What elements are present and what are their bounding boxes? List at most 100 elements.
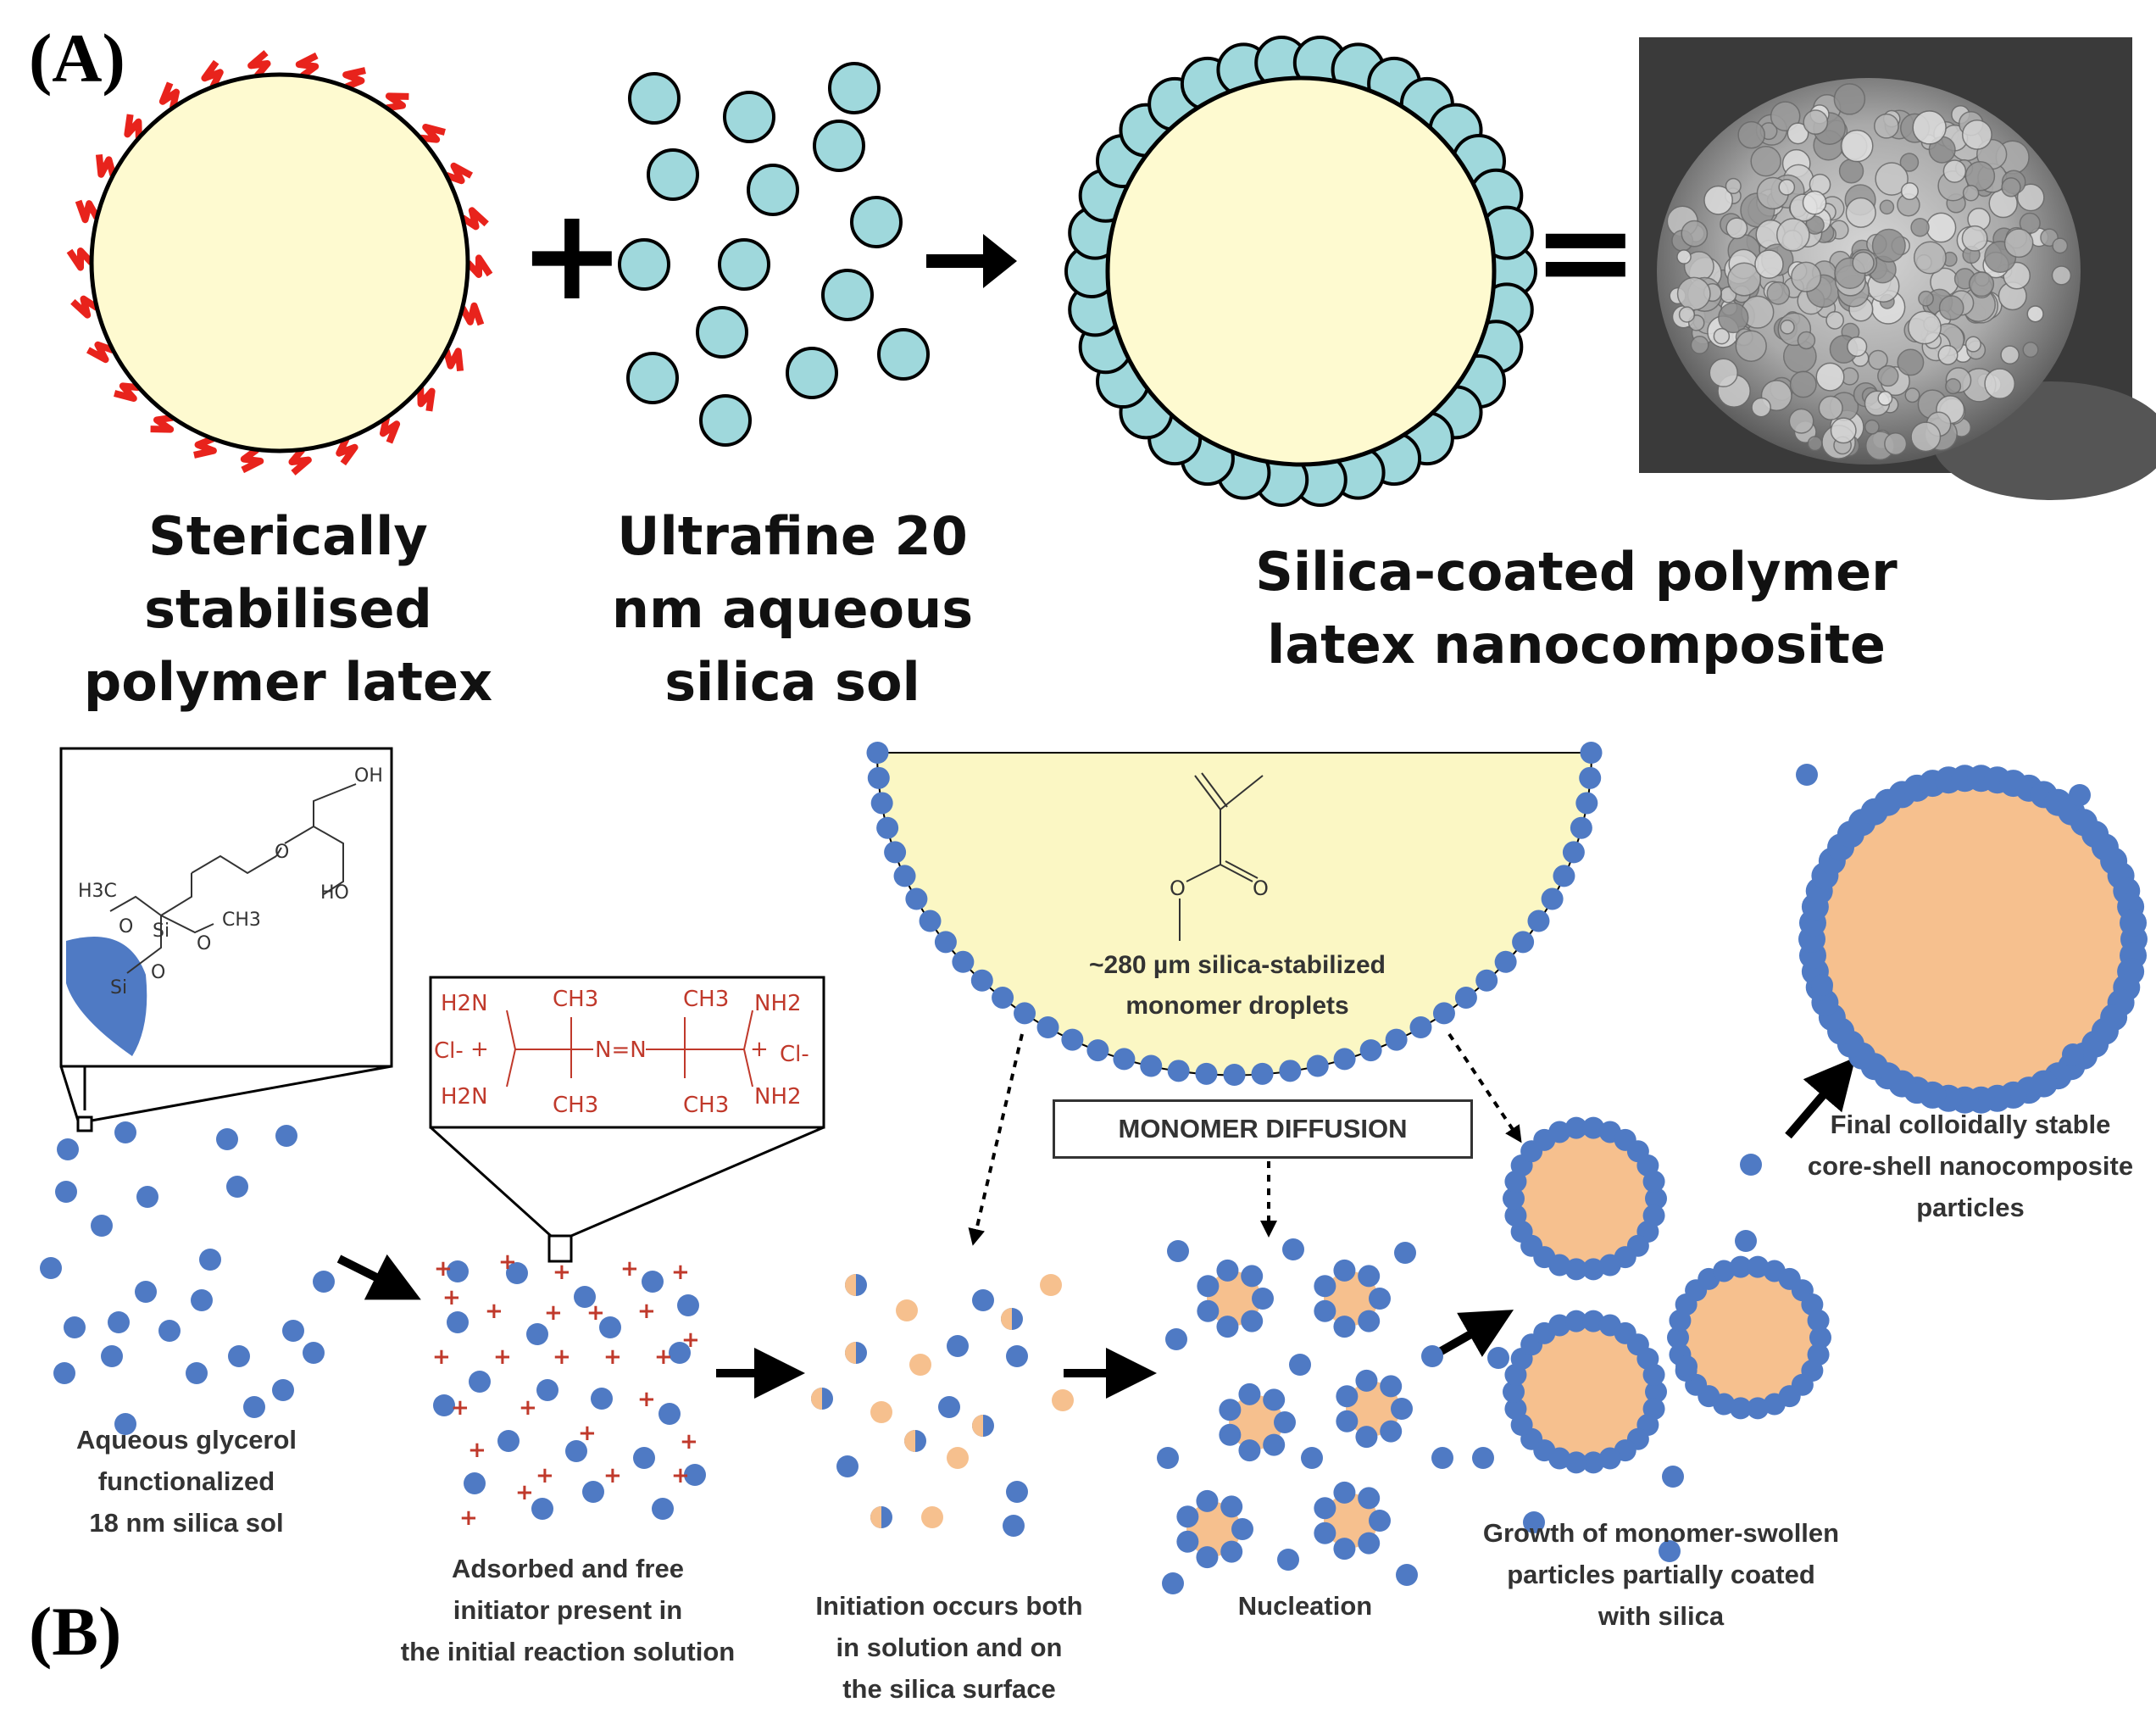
silica-nanoparticle bbox=[228, 1345, 250, 1367]
sem-surface-nodule bbox=[1791, 261, 1822, 292]
silica-surface-wedge bbox=[66, 937, 147, 1056]
panel-a-label: (A) bbox=[29, 19, 125, 97]
silica-nanoparticle bbox=[1006, 1345, 1028, 1367]
plus-left-label: + bbox=[470, 1037, 489, 1062]
silica-nanoparticle bbox=[114, 1121, 136, 1143]
silica-nanoparticle bbox=[199, 1249, 221, 1271]
sem-surface-nodule bbox=[1961, 119, 1992, 150]
silica-nanoparticle bbox=[464, 1472, 486, 1494]
initiated-silica-particle bbox=[811, 1388, 833, 1410]
initiator-plus: + bbox=[485, 1299, 503, 1324]
silica-nanoparticle bbox=[64, 1316, 86, 1338]
stage-final-particles bbox=[1796, 764, 2148, 1114]
silica-nanoparticle bbox=[216, 1128, 238, 1150]
initiator-plus: + bbox=[620, 1256, 639, 1282]
droplet-silica-bead bbox=[919, 910, 942, 932]
droplet-silica-bead bbox=[992, 986, 1014, 1009]
caption-stage-nucleation: Nucleation bbox=[1237, 1591, 1373, 1621]
initiator-labels: H2N H2N Cl- Cl- + + CH3 CH3 CH3 CH3 N=N … bbox=[434, 987, 809, 1118]
silica-nanoparticle bbox=[53, 1362, 75, 1384]
droplet-silica-bead bbox=[1494, 950, 1517, 973]
silica-nanoparticle bbox=[272, 1379, 294, 1401]
stabilizer-chain bbox=[124, 114, 142, 138]
sem-surface-nodule bbox=[1852, 251, 1875, 275]
initiator-plus: + bbox=[603, 1344, 622, 1370]
sem-surface-nodule bbox=[1962, 184, 1980, 202]
stage-initiation bbox=[811, 1274, 1074, 1537]
monomer-oligomer bbox=[947, 1447, 969, 1469]
silica-nanoparticle bbox=[1157, 1447, 1179, 1469]
stabilizer-chain bbox=[95, 153, 117, 178]
initiator-plus: + bbox=[434, 1256, 453, 1282]
sem-surface-nodule bbox=[1737, 120, 1765, 149]
droplet-silica-bead bbox=[970, 969, 993, 992]
sem-surface-nodule bbox=[1802, 190, 1827, 215]
sem-surface-nodule bbox=[2003, 228, 2034, 259]
sem-surface-nodule bbox=[1789, 370, 1817, 398]
monomer-oligomer bbox=[921, 1506, 943, 1528]
sem-surface-nodule bbox=[1825, 310, 1845, 330]
sem-surface-nodule bbox=[2051, 265, 2072, 286]
caption-stage-growth: Growth of monomer-swollen particles part… bbox=[1482, 1518, 1840, 1631]
sem-surface-nodule bbox=[1900, 182, 1919, 201]
silica-sol-particle bbox=[718, 238, 770, 291]
stage-growth bbox=[1472, 1116, 1831, 1562]
initiator-plus: + bbox=[603, 1463, 622, 1488]
droplet-silica-bead bbox=[1541, 887, 1564, 910]
sem-surface-nodule bbox=[2052, 237, 2069, 254]
nucleated-particle bbox=[1336, 1369, 1413, 1449]
sem-surface-nodule bbox=[1803, 109, 1829, 136]
silica-nanoparticle bbox=[1675, 1355, 1698, 1377]
silica-nanoparticle bbox=[447, 1260, 469, 1282]
sem-surface-nodule bbox=[1877, 391, 1893, 406]
silica-nanoparticle bbox=[658, 1403, 681, 1425]
sem-surface-nodule bbox=[1735, 330, 1767, 362]
sem-surface-nodule bbox=[1727, 262, 1762, 297]
sem-surface-nodule bbox=[2016, 183, 2045, 212]
silica-nanoparticle bbox=[2062, 1043, 2084, 1065]
droplet-silica-bead bbox=[1575, 792, 1598, 815]
silica-nanoparticle bbox=[114, 1413, 136, 1435]
silica-coated-composite bbox=[1064, 36, 1537, 507]
silica-nanoparticle bbox=[1662, 1466, 1684, 1488]
sem-surface-nodule bbox=[1871, 228, 1906, 263]
silica-nanoparticle bbox=[972, 1289, 994, 1311]
droplet-silica-bead bbox=[1306, 1054, 1329, 1077]
droplet-silica-bead bbox=[866, 742, 889, 764]
stabilizer-chain bbox=[66, 248, 94, 271]
silica-sol-particle bbox=[877, 328, 930, 381]
silica-nanoparticle bbox=[447, 1311, 469, 1333]
stabilizer-chain bbox=[114, 382, 140, 403]
sem-surface-nodule bbox=[1918, 290, 1934, 307]
stabilizer-chain bbox=[288, 447, 312, 476]
silica-sol-particle bbox=[699, 394, 752, 447]
sem-surface-nodule bbox=[1945, 378, 1962, 395]
droplet-silica-bead bbox=[1167, 1060, 1190, 1082]
droplet-silica-bead bbox=[1454, 986, 1477, 1009]
sem-surface-nodule bbox=[1875, 162, 1909, 196]
droplet-silica-bead bbox=[867, 766, 890, 789]
o2-label: O bbox=[197, 933, 211, 954]
silica-nanoparticle bbox=[1396, 1564, 1418, 1586]
stabilizer-chain bbox=[342, 67, 366, 91]
nucleated-particle bbox=[1197, 1259, 1274, 1338]
nucleated-particle bbox=[1219, 1382, 1296, 1462]
initiator-plus: + bbox=[586, 1300, 605, 1326]
silica-sol-particle bbox=[828, 62, 881, 114]
silica-nanoparticle bbox=[1811, 974, 1833, 996]
plus-right-label: + bbox=[750, 1037, 769, 1062]
silica-nanoparticle bbox=[275, 1125, 297, 1147]
silica-nanoparticle bbox=[836, 1455, 859, 1477]
sem-surface-nodule bbox=[1964, 161, 1996, 192]
sem-surface-nodule bbox=[1815, 362, 1845, 392]
silica-nanoparticle bbox=[282, 1320, 304, 1342]
caption-silica-sol: Ultrafine 20 nm aqueous silica sol bbox=[611, 505, 974, 713]
monomer-oligomer bbox=[1052, 1389, 1074, 1411]
silica-nanoparticle bbox=[1167, 1240, 1189, 1262]
caption-stage-final: Final colloidally stable core-shell nano… bbox=[1807, 1110, 2134, 1222]
stabilizer-chain bbox=[86, 341, 114, 364]
sem-surface-nodule bbox=[1904, 387, 1920, 403]
droplet-silica-bead bbox=[1570, 816, 1592, 839]
initiator-plus: + bbox=[515, 1480, 534, 1505]
droplet-silica-bead bbox=[1223, 1064, 1246, 1086]
